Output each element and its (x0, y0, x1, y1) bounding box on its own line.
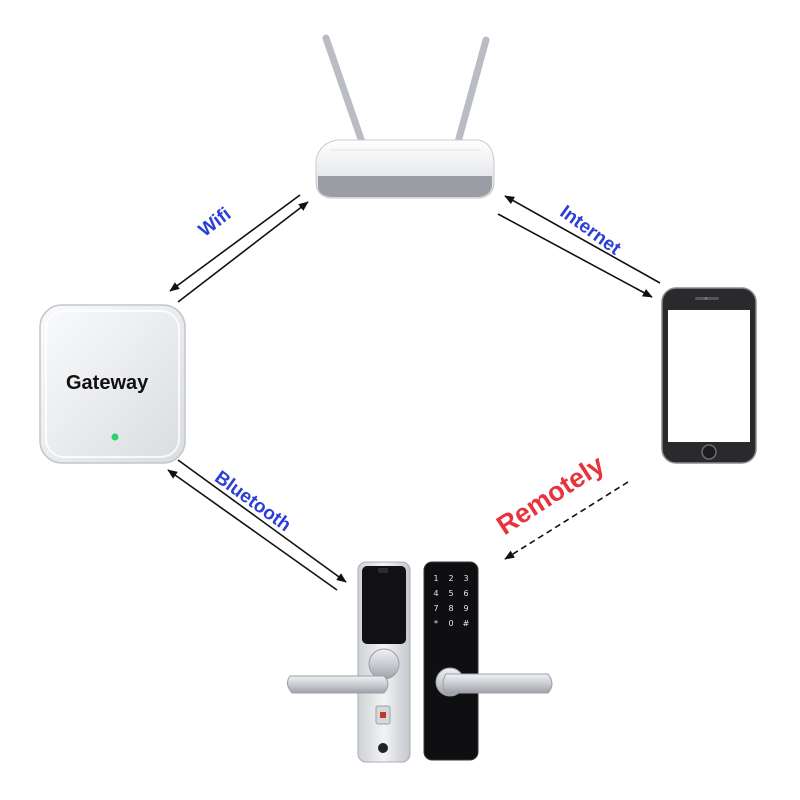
arrow-router-to-phone (497, 213, 653, 298)
arrow-gateway-to-router (177, 201, 309, 303)
smart-door-lock: 1 2 3 4 5 6 7 8 9 * 0 # (286, 561, 553, 763)
arrows (167, 194, 661, 591)
lock-battery-cover (362, 566, 406, 644)
arrow-phone-to-router (504, 195, 661, 284)
svg-text:7: 7 (433, 604, 438, 613)
svg-text:#: # (463, 619, 470, 628)
lock-handle-outer (442, 673, 553, 694)
svg-text:*: * (434, 619, 438, 628)
gateway-box (39, 304, 186, 464)
lock-handle-inner (286, 675, 389, 694)
phone-screen (668, 310, 750, 442)
router-antenna-right (454, 36, 490, 146)
arrow-phone-to-lock-remote (504, 481, 629, 560)
lock-keypad-unit: 1 2 3 4 5 6 7 8 9 * 0 # (423, 561, 553, 761)
lock-inner-unit (286, 561, 411, 763)
svg-text:4: 4 (433, 589, 438, 598)
gateway-led (111, 433, 119, 441)
gateway-body (39, 304, 186, 464)
svg-text:6: 6 (463, 589, 468, 598)
arrow-router-to-gateway (169, 194, 301, 292)
svg-text:8: 8 (448, 604, 453, 613)
arrow-gateway-to-lock (177, 459, 347, 583)
svg-text:0: 0 (448, 619, 453, 628)
lock-keyhole (378, 743, 388, 753)
svg-text:3: 3 (463, 574, 468, 583)
svg-text:2: 2 (448, 574, 453, 583)
phone-home-button (701, 444, 717, 460)
svg-text:9: 9 (463, 604, 468, 613)
svg-text:5: 5 (448, 589, 453, 598)
router-icon (315, 34, 495, 199)
router-antenna-left (322, 34, 366, 146)
gateway-label: Gateway (66, 372, 149, 394)
keypad: 1 2 3 4 5 6 7 8 9 * 0 # (433, 574, 469, 628)
smartphone-icon (661, 287, 757, 464)
svg-text:1: 1 (433, 574, 438, 583)
arrow-lock-to-gateway (167, 469, 338, 591)
